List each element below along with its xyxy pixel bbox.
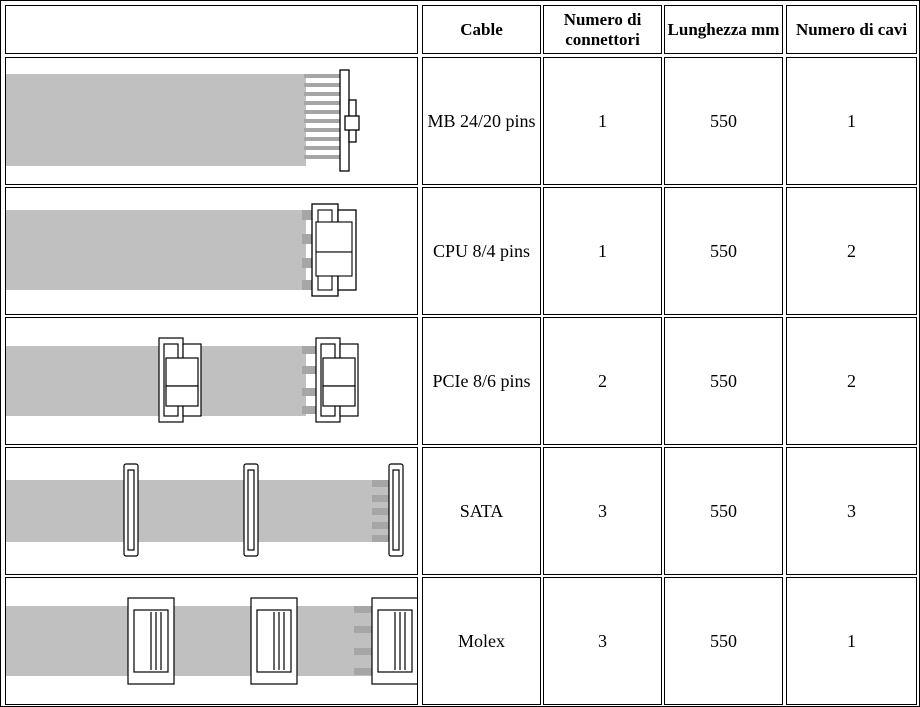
cable-image-cpu bbox=[5, 187, 418, 315]
header-length: Lunghezza mm bbox=[664, 5, 783, 54]
header-image bbox=[5, 5, 418, 54]
cable-name: Molex bbox=[422, 577, 541, 705]
cable-name: SATA bbox=[422, 447, 541, 575]
cable-name: MB 24/20 pins bbox=[422, 57, 541, 185]
header-connectors: Numero di connettori bbox=[543, 5, 662, 54]
connector-count: 1 bbox=[543, 187, 662, 315]
cable-length: 550 bbox=[664, 447, 783, 575]
cable-count: 3 bbox=[786, 447, 917, 575]
molex-connector-icon bbox=[6, 597, 417, 685]
cable-image-sata bbox=[5, 447, 418, 575]
cable-image-pcie bbox=[5, 317, 418, 445]
header-cable: Cable bbox=[422, 5, 541, 54]
cable-length: 550 bbox=[664, 57, 783, 185]
cable-name: CPU 8/4 pins bbox=[422, 187, 541, 315]
connector-count: 2 bbox=[543, 317, 662, 445]
cable-image-molex bbox=[5, 577, 418, 705]
cable-name: PCIe 8/6 pins bbox=[422, 317, 541, 445]
pcie-connector-icon bbox=[6, 337, 359, 423]
cable-length: 550 bbox=[664, 187, 783, 315]
cpu-eps-connector-icon bbox=[6, 203, 357, 297]
cable-image-mb bbox=[5, 57, 418, 185]
cable-length: 550 bbox=[664, 317, 783, 445]
connector-count: 3 bbox=[543, 447, 662, 575]
connector-count: 3 bbox=[543, 577, 662, 705]
cable-count: 2 bbox=[786, 187, 917, 315]
sata-connector-icon bbox=[6, 463, 404, 557]
cable-count: 2 bbox=[786, 317, 917, 445]
cable-length: 550 bbox=[664, 577, 783, 705]
cable-count: 1 bbox=[786, 577, 917, 705]
header-cables: Numero di cavi bbox=[786, 5, 917, 54]
cable-count: 1 bbox=[786, 57, 917, 185]
connector-count: 1 bbox=[543, 57, 662, 185]
mb-atx-connector-icon bbox=[6, 69, 360, 172]
